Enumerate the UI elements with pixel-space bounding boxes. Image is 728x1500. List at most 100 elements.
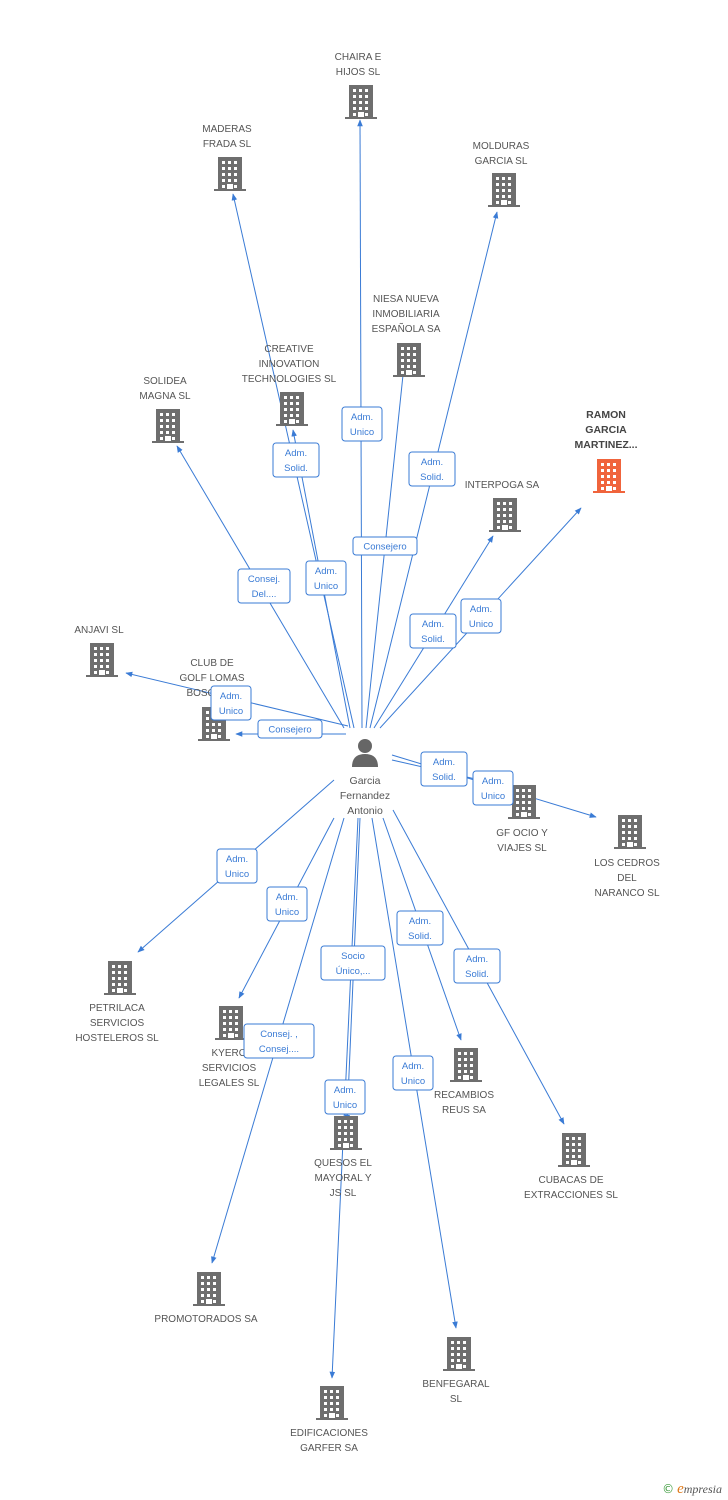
brand-watermark: © empresia (662, 1481, 722, 1498)
edge-label-line: Adm. (276, 892, 298, 903)
building-icon (443, 1337, 475, 1371)
edge-label-line: Del.... (252, 589, 277, 600)
company-name-line: CUBACAS DE (538, 1175, 603, 1186)
building-icon (193, 1272, 225, 1306)
building-icon (614, 815, 646, 849)
edge-label-text: Adm.Unico (219, 691, 243, 717)
edge-label-line: Unico (333, 1100, 357, 1111)
company-name-line: JS SL (330, 1188, 357, 1199)
edge-label-gfocio[interactable]: Adm.Solid. (420, 751, 468, 787)
building-icon (316, 1386, 348, 1420)
edge-label-line: Adm. (334, 1085, 356, 1096)
company-node-interpoga[interactable]: INTERPOGA SA (465, 480, 540, 532)
edge-label-creative[interactable]: Adm.Solid. (272, 442, 320, 478)
edge-label-box (305, 560, 347, 596)
edge-label-edificaciones[interactable]: Adm. Unico (324, 1079, 366, 1115)
edge-label-line: Unico (469, 619, 493, 630)
edge-label-text: Adm. Unico (469, 604, 493, 630)
edge-label-box (472, 770, 514, 806)
building-icon (276, 392, 308, 426)
company-name-line: REUS SA (442, 1105, 486, 1116)
edge-label-line: Único,... (336, 966, 371, 977)
edge-label-box (453, 948, 501, 984)
company-node-recambios[interactable]: RECAMBIOS REUS SA (434, 1048, 494, 1116)
edge-label-ramon[interactable]: Adm. Unico (460, 598, 502, 634)
edge-label-text: Adm. Unico (333, 1085, 357, 1111)
edge-label-line: Consej.... (259, 1044, 299, 1055)
company-name-line: INMOBILIARIA (372, 309, 440, 320)
building-icon (330, 1116, 362, 1150)
edge-label-text: Consej. ,Consej.... (259, 1029, 299, 1055)
edge-label-line: Consejero (268, 725, 311, 736)
edge-label-line: Adm. (470, 604, 492, 615)
company-name-line: RECAMBIOS (434, 1090, 494, 1101)
edge-label-molduras[interactable]: Adm.Solid. (408, 451, 456, 487)
company-name-line: INTERPOGA SA (465, 480, 540, 491)
edge-label-line: Unico (481, 791, 505, 802)
edge-label-chaira[interactable]: Adm.Unico (341, 406, 383, 442)
edge-label-text: Adm.Solid. (408, 916, 432, 942)
edge-label-benfegaral[interactable]: Adm.Unico (392, 1055, 434, 1091)
person-name-line: Garcia (350, 775, 381, 787)
company-node-promotorados[interactable]: PROMOTORADOS SA (154, 1272, 258, 1325)
company-node-anjavi[interactable]: ANJAVI SL (74, 625, 124, 677)
company-name-line: TECHNOLOGIES SL (242, 374, 337, 385)
edge-label-promotorados[interactable]: Consej. ,Consej.... (243, 1023, 315, 1059)
edge-label-box (272, 442, 320, 478)
edge-label-line: Adm. (351, 412, 373, 423)
edge-label-line: Solid. (408, 931, 432, 942)
edge-label-club[interactable]: Consejero (257, 719, 323, 739)
edge-label-line: Socio (341, 951, 365, 962)
edge-label-maderas[interactable]: Adm.Unico (305, 560, 347, 596)
edge-label-line: Consejero (363, 542, 406, 553)
edge-label-line: Adm. (220, 691, 242, 702)
edge-label-box (237, 568, 291, 604)
building-icon (215, 1006, 247, 1040)
edge-label-cubacas[interactable]: Adm.Solid. (453, 948, 501, 984)
edge-label-cedros[interactable]: Adm.Unico (472, 770, 514, 806)
edge-label-interpoga[interactable]: Adm.Solid. (409, 613, 457, 649)
edge-label-anjavi[interactable]: Adm.Unico (210, 685, 252, 721)
building-icon (214, 157, 246, 191)
edge-label-kyero[interactable]: Adm.Unico (266, 886, 308, 922)
company-name-line: INNOVATION (259, 359, 320, 370)
edge-label-line: Unico (314, 581, 338, 592)
edge-label-line: Solid. (421, 634, 445, 645)
building-icon (393, 343, 425, 377)
edge-label-box (460, 598, 502, 634)
company-name: ANJAVI SL (74, 625, 124, 636)
company-name-line: EDIFICACIONES (290, 1428, 368, 1439)
edge-label-text: Adm.Solid. (465, 954, 489, 980)
edge-label-text: Adm.Unico (275, 892, 299, 918)
person-name-line: Fernandez (340, 790, 390, 802)
edge-label-recambios[interactable]: Adm.Solid. (396, 910, 444, 946)
edge-label-petrilaca[interactable]: Adm.Unico (216, 848, 258, 884)
edge-label-niesa[interactable]: Consejero (352, 536, 418, 556)
edge-label-solidea[interactable]: Consej.Del.... (237, 568, 291, 604)
company-name: PROMOTORADOS SA (154, 1314, 257, 1325)
company-name-line: NARANCO SL (594, 888, 659, 899)
